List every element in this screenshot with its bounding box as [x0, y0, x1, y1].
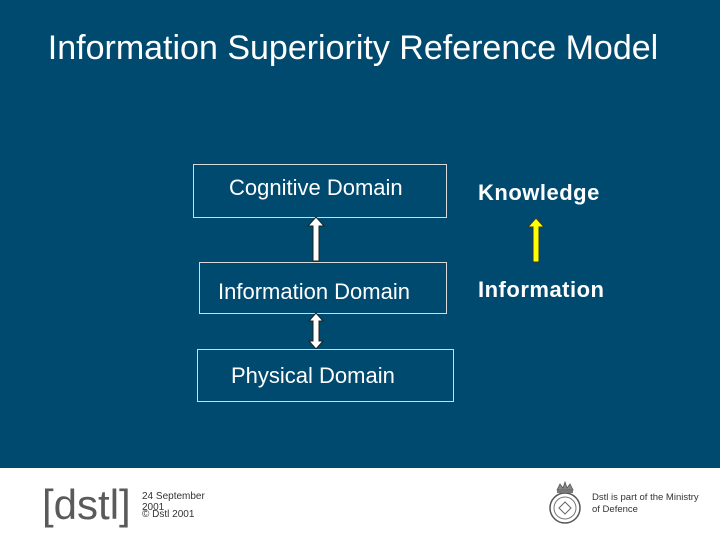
information-domain-box: Information Domain: [199, 262, 447, 314]
cognitive-domain-box: Cognitive Domain: [193, 164, 447, 218]
footer-bar: [0, 468, 720, 540]
knowledge-label: Knowledge: [478, 180, 600, 205]
slide-background: Information Superiority Reference Model …: [0, 0, 720, 468]
up-arrow-icon: [306, 216, 326, 262]
date-text: 24 September 2001: [142, 491, 205, 513]
dstl-logo: [dstl]: [42, 481, 131, 528]
information-domain-label: Information Domain: [218, 279, 410, 304]
double-arrow-icon: [307, 312, 325, 350]
royal-crest-icon: [549, 480, 581, 524]
copyright-text: © Dstl 2001: [142, 509, 195, 520]
cognitive-domain-label: Cognitive Domain: [229, 175, 403, 200]
information-label: Information: [478, 277, 605, 302]
physical-domain-label: Physical Domain: [231, 363, 395, 388]
mod-text: Dstl is part of the Ministry of Defence: [592, 492, 699, 515]
slide-title: Information Superiority Reference Model: [47, 29, 659, 67]
physical-domain-box: Physical Domain: [197, 349, 454, 402]
yellow-up-arrow-icon: [526, 217, 546, 263]
